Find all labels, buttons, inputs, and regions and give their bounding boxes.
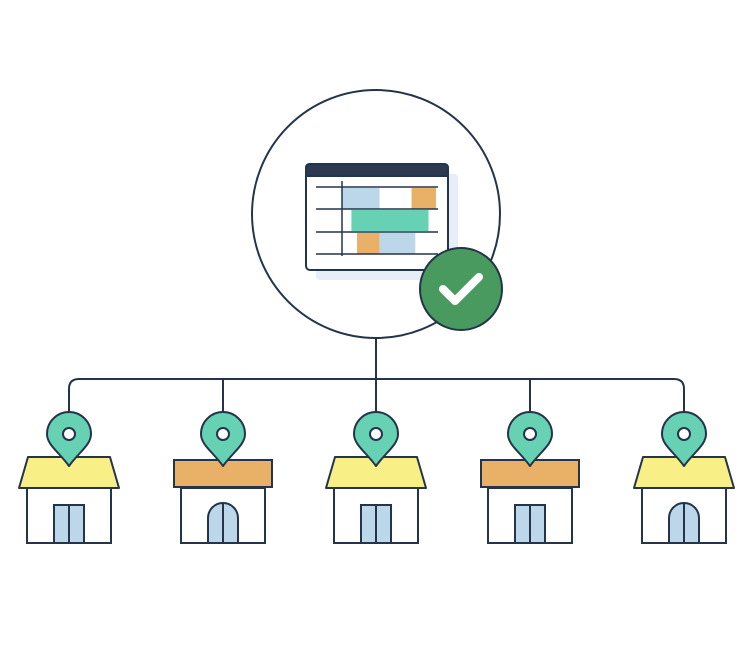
badge-check — [439, 273, 483, 305]
location-pin-icon — [46, 411, 92, 467]
schedule-sheet-icon — [305, 163, 458, 280]
pin-hole — [62, 427, 76, 441]
store-roof — [325, 456, 427, 489]
location-pin-icon — [353, 411, 399, 467]
locations-row — [18, 411, 735, 544]
checkmark-icon — [419, 247, 503, 331]
location-pin-icon — [661, 411, 707, 467]
sheet-header — [305, 163, 449, 177]
location-pin-icon — [200, 411, 246, 467]
store-icon-4 — [480, 411, 580, 544]
store-icon-5 — [633, 411, 735, 544]
location-pin-icon — [507, 411, 553, 467]
schedule-bar-2-1 — [351, 210, 429, 231]
store-icon-2 — [173, 411, 273, 544]
connector-lines — [68, 338, 685, 420]
schedule-bar-1-1 — [342, 188, 380, 209]
pin-hole — [216, 427, 230, 441]
badge-circle — [419, 247, 503, 331]
schedule-bar-3-2 — [379, 233, 416, 254]
schedule-bar-3-1 — [357, 233, 380, 254]
store-roof — [633, 456, 735, 489]
store-icon-1 — [18, 411, 120, 544]
store-roof — [18, 456, 120, 489]
pin-hole — [369, 427, 383, 441]
schedule-bar-1-2 — [411, 188, 436, 209]
store-icon-3 — [325, 411, 427, 544]
pin-hole — [523, 427, 537, 441]
pin-hole — [677, 427, 691, 441]
hub-circle — [251, 89, 501, 339]
hub-group — [251, 89, 503, 339]
